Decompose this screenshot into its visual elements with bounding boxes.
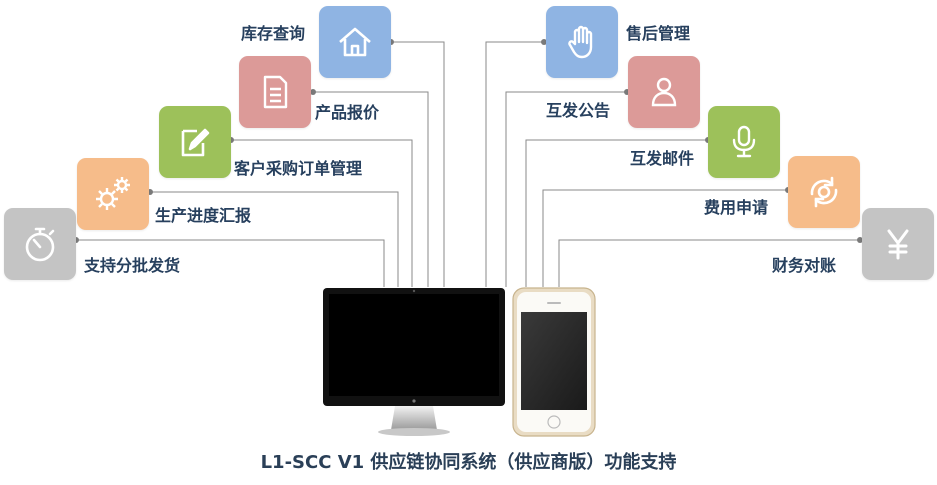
product-quote-tile[interactable] xyxy=(239,56,311,128)
financial-reconciliation-label: 财务对账 xyxy=(772,256,836,276)
mutual-announcements-label: 互发公告 xyxy=(546,101,610,121)
stopwatch-icon xyxy=(19,223,61,265)
monitor-icon xyxy=(323,288,505,436)
support-batch-shipping-tile[interactable] xyxy=(4,208,76,280)
microphone-icon xyxy=(724,122,764,162)
after-sales-management-tile[interactable] xyxy=(546,6,618,78)
phone-icon xyxy=(513,288,595,436)
yen-icon xyxy=(878,224,918,264)
expense-application-label: 费用申请 xyxy=(704,198,768,218)
production-progress-report-tile[interactable] xyxy=(77,158,149,230)
inventory-query-label: 库存查询 xyxy=(241,24,305,44)
mutual-announcements-tile[interactable] xyxy=(628,56,700,128)
devices-illustration xyxy=(315,282,615,442)
document-icon xyxy=(255,72,295,112)
expense-application-tile[interactable] xyxy=(788,156,860,228)
refresh-icon xyxy=(803,171,845,213)
inventory-query-tile[interactable] xyxy=(319,6,391,78)
mutual-mail-tile[interactable] xyxy=(708,106,780,178)
hand-icon xyxy=(562,22,602,62)
edit-icon xyxy=(175,122,215,162)
product-quote-label: 产品报价 xyxy=(315,103,379,123)
production-progress-report-label: 生产进度汇报 xyxy=(155,206,251,226)
after-sales-management-label: 售后管理 xyxy=(626,24,690,44)
mutual-mail-label: 互发邮件 xyxy=(630,149,694,169)
customer-po-management-tile[interactable] xyxy=(159,106,231,178)
gears-icon xyxy=(90,171,136,217)
house-icon xyxy=(335,22,375,62)
financial-reconciliation-tile[interactable] xyxy=(862,208,934,280)
person-icon xyxy=(644,72,684,112)
diagram-caption: L1-SCC V1 供应链协同系统（供应商版）功能支持 xyxy=(0,451,937,475)
support-batch-shipping-label: 支持分批发货 xyxy=(84,256,180,276)
customer-po-management-label: 客户采购订单管理 xyxy=(234,159,362,179)
